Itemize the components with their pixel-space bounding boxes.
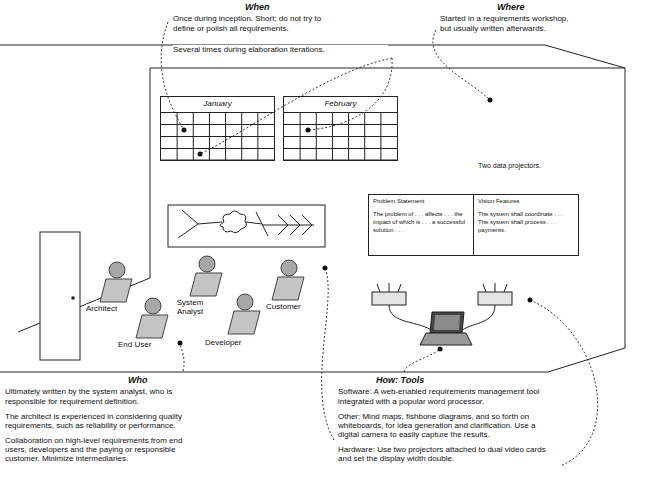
person-figure (100, 279, 132, 302)
leader-dot (528, 298, 533, 303)
grid-line (161, 124, 274, 125)
box-text: The system shall coordinate . . . The sy… (478, 210, 574, 234)
door-knob (71, 296, 75, 300)
person-head (237, 294, 253, 310)
callout-text: Ultimately written by the system analyst… (5, 387, 203, 405)
grid-line (284, 112, 397, 113)
grid-line (161, 136, 274, 137)
idea-cloud (220, 211, 246, 233)
grid-line (348, 112, 349, 160)
leader-dot (488, 98, 493, 103)
callout-text: The architect is experienced in consider… (5, 412, 203, 430)
leader-line (404, 349, 440, 372)
callout-text: Once during inception. Short; do not try… (173, 14, 333, 32)
callout-heading: Who (128, 375, 148, 385)
callout-text: Software: A web-enabled requirements man… (338, 387, 553, 405)
callout-heading: Where (497, 2, 525, 12)
leader-line (433, 30, 490, 100)
person-label: Customer (266, 302, 301, 311)
room-edge (150, 68, 151, 278)
grid-line (332, 112, 333, 160)
leader-line (322, 268, 334, 440)
grid-line (225, 112, 226, 160)
grid-line (284, 136, 397, 137)
person-head (281, 260, 297, 276)
grid-line (257, 112, 258, 160)
callout-text: Other: Mind maps, fishbone diagrams, and… (338, 412, 553, 440)
person-figure (190, 273, 222, 296)
room-edge (0, 45, 625, 68)
leader-dot (306, 128, 311, 133)
grid-line (300, 112, 301, 160)
room-edge (0, 348, 625, 372)
screen-panel: Problem StatementThe problem of . . . af… (368, 194, 474, 256)
leader-dot (178, 341, 183, 346)
calendar-box: February (283, 96, 398, 161)
grid-line (316, 112, 317, 160)
box-title: Problem Statement (373, 198, 469, 206)
person-label: Developer (205, 338, 241, 347)
room-edge (150, 68, 625, 69)
projector-beam (483, 283, 507, 292)
projector (372, 292, 406, 305)
person-head (109, 262, 125, 278)
leader-line (161, 22, 184, 130)
grid-line (284, 124, 397, 125)
person-figure (272, 277, 304, 300)
callout-heading: How: Tools (376, 375, 424, 385)
leader-dot (182, 128, 187, 133)
leader-line (530, 300, 598, 466)
screen-panel: Vision FeaturesThe system shall coordina… (473, 194, 579, 256)
leader-dot (323, 266, 328, 271)
grid-line (209, 112, 210, 160)
callout-heading: When (245, 2, 270, 12)
laptop-base (420, 333, 472, 345)
box-title: Vision Features (478, 198, 574, 206)
projector (478, 292, 512, 305)
callout-text: Started in a requirements workshop, but … (440, 14, 575, 32)
fishbone-sketch (178, 210, 314, 238)
calendar-grid (284, 112, 397, 160)
box-title: February (284, 97, 397, 109)
door (40, 232, 80, 360)
grid-line (380, 112, 381, 160)
calendar-box: January (160, 96, 275, 161)
grid-line (284, 148, 397, 149)
person-head (199, 256, 215, 272)
grid-line (284, 160, 397, 161)
calendar-grid (161, 112, 274, 160)
callout-text: Several times during elaboration iterati… (173, 45, 388, 54)
box-text: The problem of . . . affects . . . the i… (373, 210, 469, 234)
person-label: System Analyst (170, 298, 210, 316)
leader-dot (198, 152, 203, 157)
grid-line (193, 112, 194, 160)
grid-line (161, 112, 274, 113)
cable (460, 305, 495, 332)
grid-line (161, 160, 274, 161)
box-title: January (161, 97, 274, 109)
leader-line (180, 345, 184, 371)
laptop-screen (430, 312, 464, 333)
projector-beam (377, 283, 401, 292)
whiteboard (168, 205, 325, 247)
callout-text: Hardware: Use two projectors attached to… (338, 445, 553, 463)
leader-line (308, 58, 392, 130)
cable (389, 305, 434, 332)
leader-dot (438, 347, 443, 352)
callout-text: Collaboration on high-level requirements… (5, 436, 203, 464)
person-figure (136, 315, 168, 338)
note-label: Two data projectors. (478, 162, 541, 170)
room-edge (18, 278, 150, 332)
grid-line (241, 112, 242, 160)
person-head (145, 298, 161, 314)
grid-line (177, 112, 178, 160)
room-edge (625, 68, 626, 348)
grid-line (161, 148, 274, 149)
person-figure (228, 311, 260, 334)
person-label: End User (118, 340, 151, 349)
grid-line (364, 112, 365, 160)
person-label: Architect (86, 304, 117, 313)
laptop-display (434, 315, 460, 330)
